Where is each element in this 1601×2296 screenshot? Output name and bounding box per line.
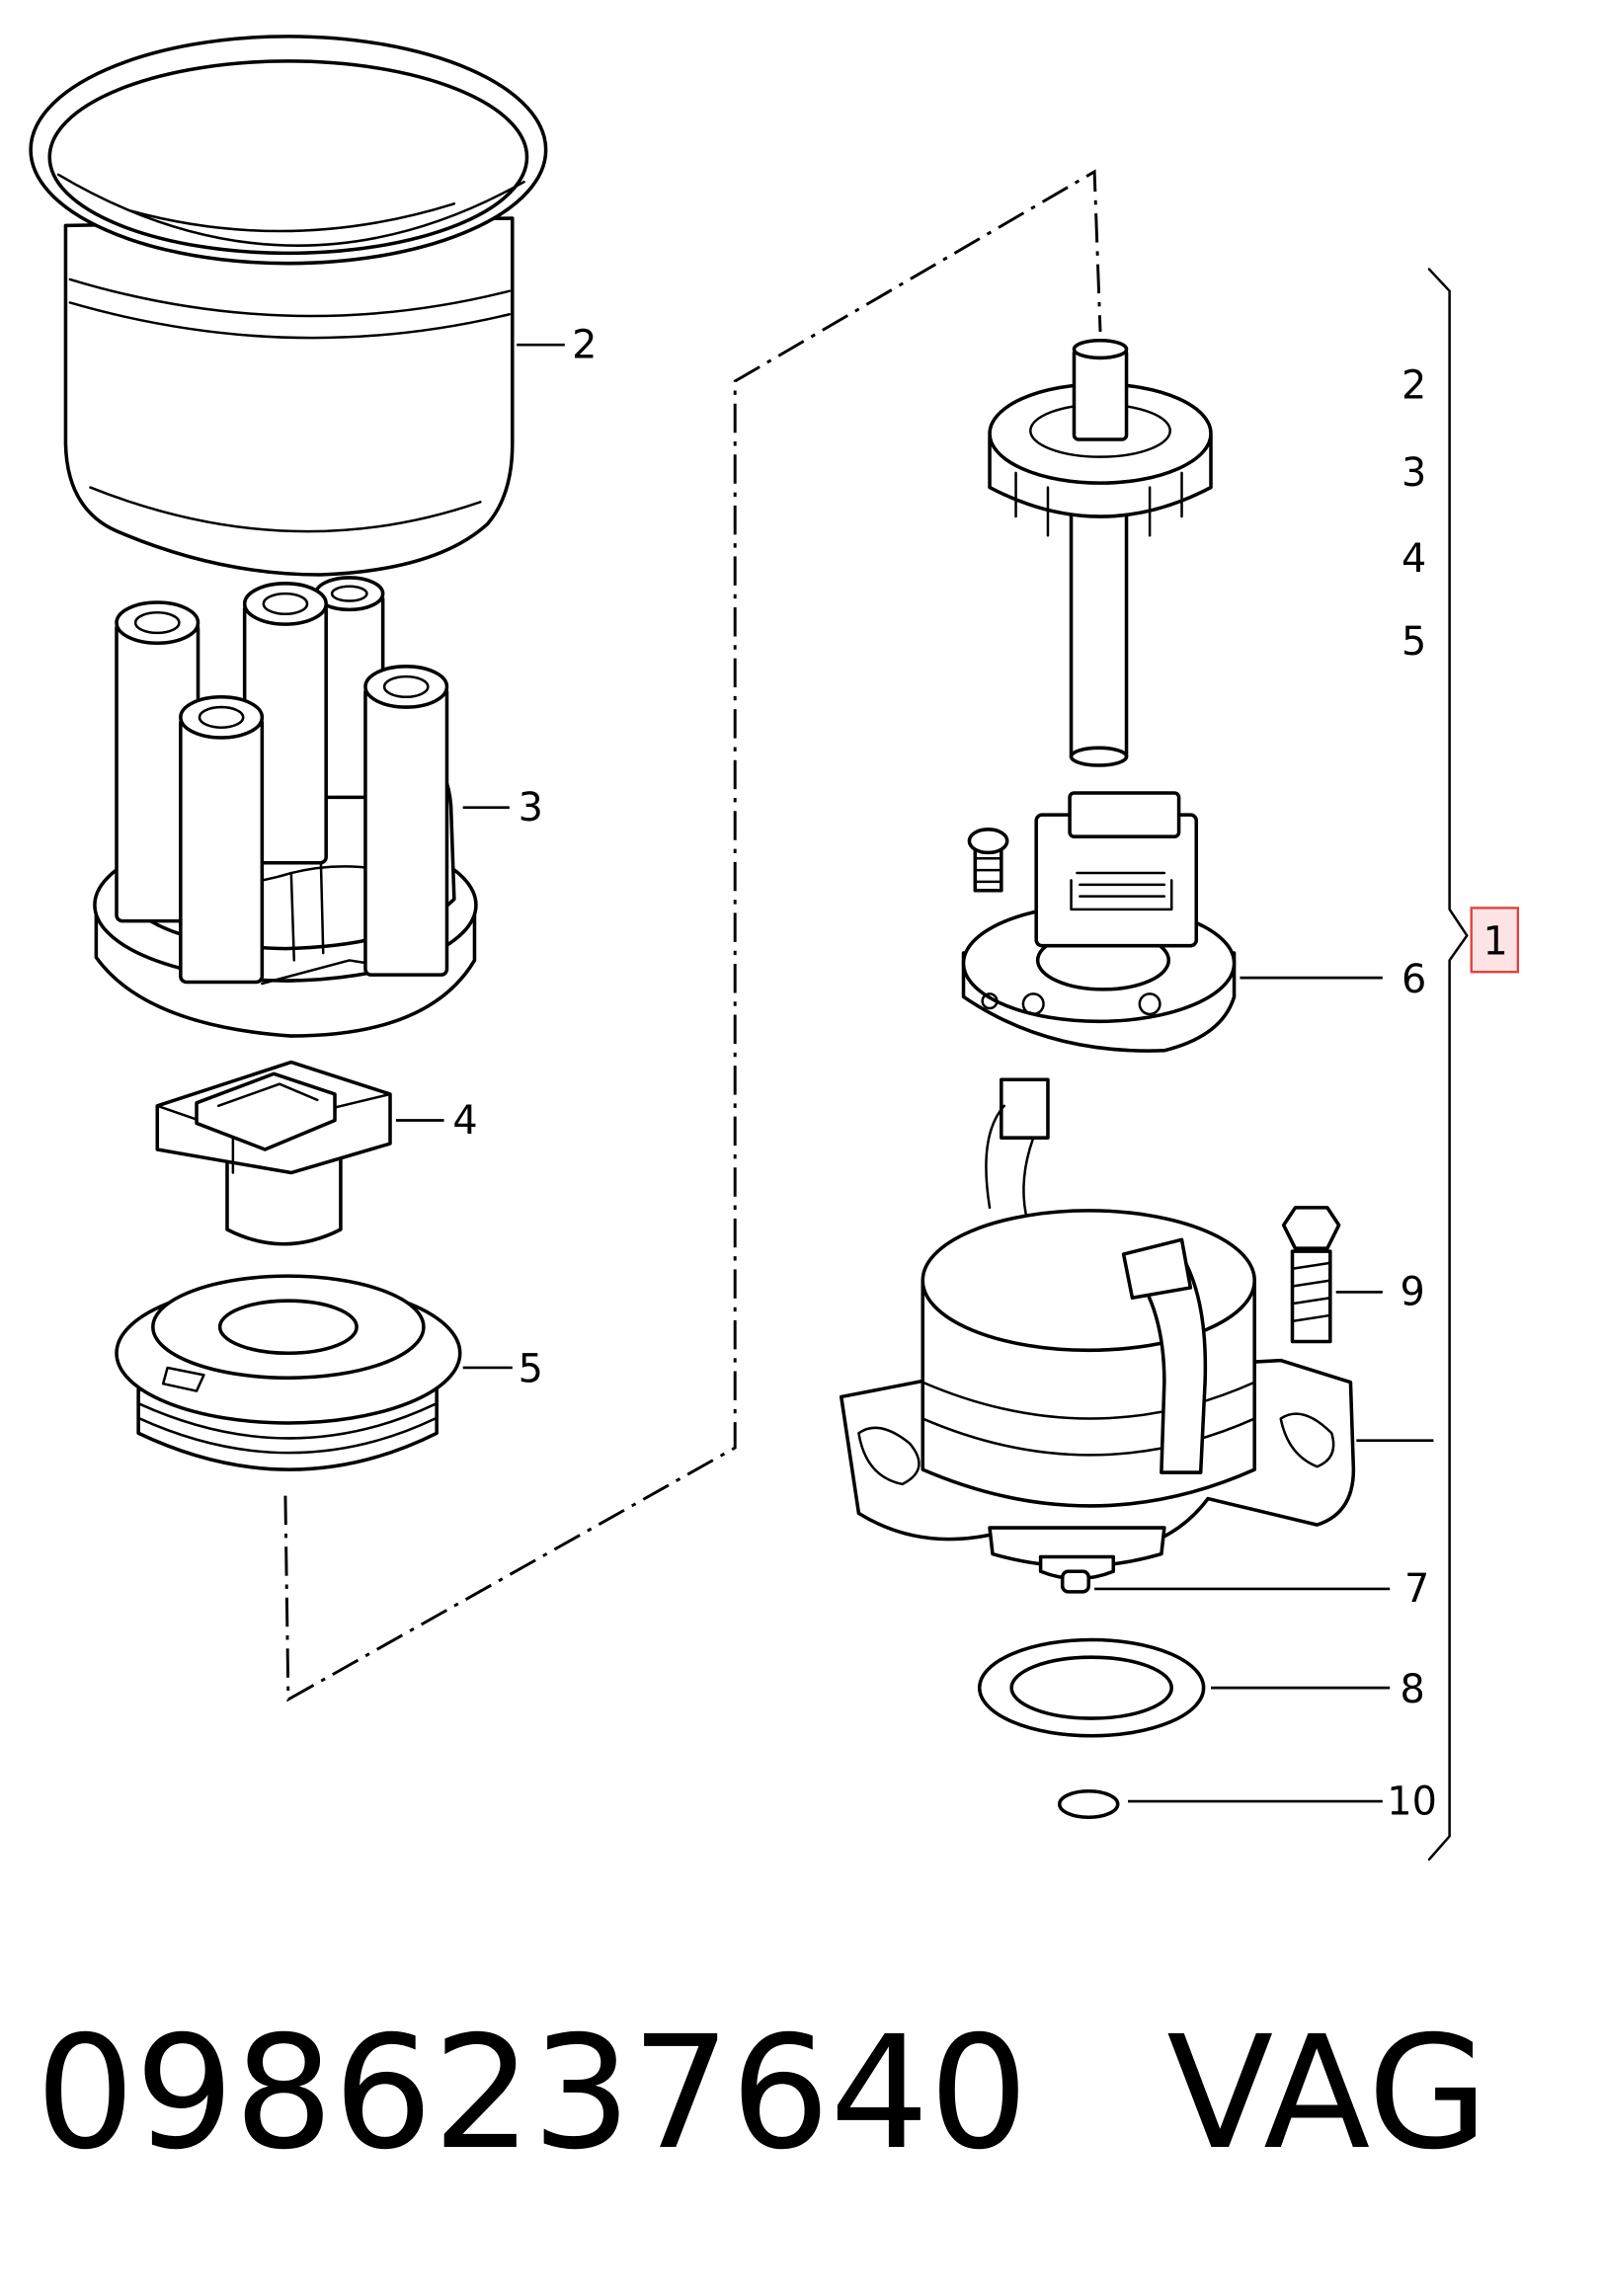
assembly-bracket xyxy=(1427,268,1469,1861)
label-distributor-cap: 3 xyxy=(519,785,543,831)
part-rotor xyxy=(155,1060,444,1246)
label-dust-shield: 5 xyxy=(519,1347,543,1392)
product-footer: 0986237640 VAG xyxy=(36,1975,1576,2212)
part-shaft-reluctor xyxy=(988,339,1213,767)
part-dust-shield xyxy=(115,1274,513,1471)
assembly-guide-line xyxy=(283,169,1102,1702)
part-hall-sender xyxy=(961,791,1383,1053)
label-cap-cover: 2 xyxy=(572,322,597,367)
assembly-callout-label: 1 xyxy=(1483,919,1508,965)
label-small-seal: 10 xyxy=(1387,1779,1437,1824)
label-hall-sender: 6 xyxy=(1401,957,1426,1002)
bracket-list-item: 2 xyxy=(1401,363,1426,409)
bracket-list-item: 4 xyxy=(1401,536,1426,582)
label-o-ring: 8 xyxy=(1401,1667,1425,1712)
assembly-callout-box[interactable] xyxy=(1470,907,1520,974)
label-drive-pin: 7 xyxy=(1404,1566,1429,1612)
part-housing xyxy=(839,1077,1434,1594)
part-distributor-cap xyxy=(93,576,510,1038)
part-small-seal xyxy=(1057,1788,1383,1820)
label-bolt: 9 xyxy=(1401,1270,1425,1315)
brand-name: VAG xyxy=(1166,2003,1488,2184)
part-bolt xyxy=(1281,1206,1383,1344)
part-number: 0986237640 xyxy=(36,2003,1029,2184)
bracket-list-item: 3 xyxy=(1401,450,1426,496)
part-cap-cover xyxy=(29,35,565,577)
assembly-callout[interactable]: 1 xyxy=(1470,907,1520,974)
part-o-ring xyxy=(977,1637,1391,1738)
label-rotor: 4 xyxy=(452,1098,477,1144)
bracket-list-item: 5 xyxy=(1401,619,1426,665)
